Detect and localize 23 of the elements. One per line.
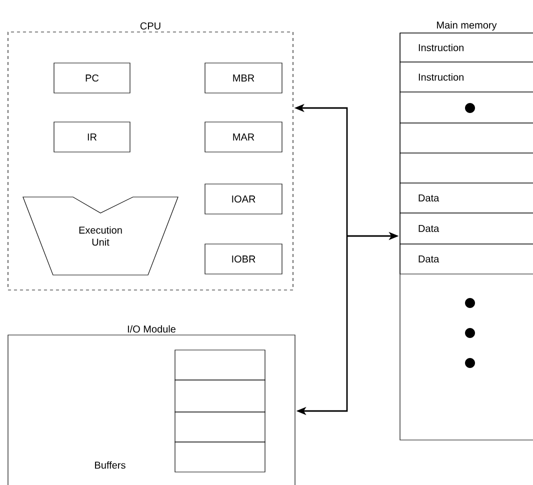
register-box: IOAR [204,184,282,214]
memory-cell [400,152,533,184]
buffer-cell [174,412,266,442]
ellipsis-dot [465,103,475,113]
register-box: MAR [204,122,282,152]
memory-cell: Instruction [400,32,533,62]
ellipsis-dot [465,328,475,338]
register-box: IR [54,122,130,152]
memory-cell: Data [400,244,533,274]
memory-cell: Data [400,182,533,214]
register-box: MBR [204,62,282,94]
buffer-cell [174,442,266,472]
memory-cell: Instruction [400,62,533,92]
buffer-cell [174,350,266,380]
register-box: PC [54,62,130,94]
buffer-cell [174,380,266,412]
memory-cell: Data [400,212,533,244]
memory-cell [400,122,533,154]
ellipsis-dot [465,358,475,368]
node-label: CPU [140,22,160,30]
register-box: IOBR [204,244,282,274]
ellipsis-dot [465,298,475,308]
io-module-box: I/O Module Buffers [8,325,296,485]
